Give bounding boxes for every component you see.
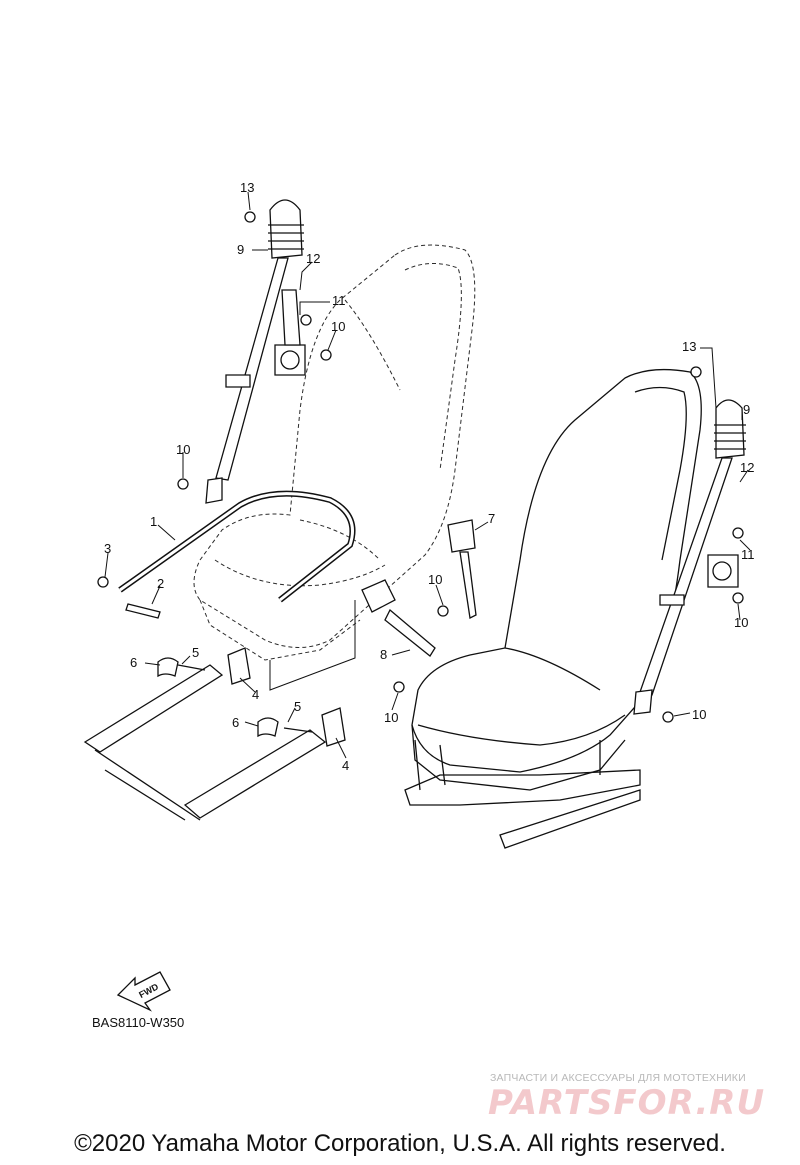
- callout-8: 8: [380, 647, 387, 662]
- buckle-parts: [361, 519, 477, 657]
- grab-bar: [118, 490, 356, 603]
- callout-11-left: 11: [332, 293, 346, 308]
- watermark-subtitle: ЗАПЧАСТИ И АКСЕССУАРЫ ДЛЯ МОТОТЕХНИКИ: [490, 1072, 746, 1084]
- callout-4-b: 4: [342, 758, 349, 773]
- callout-10-e: 10: [734, 615, 748, 630]
- callout-numbers: 13 9 12 11 10 10 1 3 2 5 6 4 5 6 4 7 10 …: [104, 180, 755, 773]
- callout-13-right: 13: [682, 339, 696, 354]
- callout-9-right: 9: [743, 402, 750, 417]
- callout-3: 3: [104, 541, 111, 556]
- diagram-code: BAS8110-W350: [92, 1015, 185, 1030]
- callout-1: 1: [150, 514, 157, 529]
- fwd-arrow-icon: FWD: [116, 971, 171, 1012]
- leader-lines: [104, 191, 751, 759]
- callout-11-right: 11: [741, 547, 755, 562]
- callout-5-b: 5: [294, 699, 301, 714]
- callout-10-d: 10: [384, 710, 398, 725]
- watermark-logo: PARTSFOR.RU: [488, 1083, 766, 1123]
- left-seatbelt: [205, 199, 306, 504]
- callout-12-left: 12: [306, 251, 320, 266]
- right-seatbelt: [633, 399, 746, 715]
- callout-10-a: 10: [331, 319, 345, 334]
- callout-12-right: 12: [740, 460, 754, 475]
- callout-10-b: 10: [176, 442, 190, 457]
- callout-9-left: 9: [237, 242, 244, 257]
- lower-frame: [83, 647, 346, 821]
- callout-2: 2: [157, 576, 164, 591]
- callout-10-f: 10: [692, 707, 706, 722]
- left-seat-outline: [193, 244, 476, 661]
- callout-5-a: 5: [192, 645, 199, 660]
- right-seat-outline: [404, 368, 702, 849]
- callout-7: 7: [488, 511, 495, 526]
- bolts: [97, 211, 744, 723]
- copyright-notice: ©2020 Yamaha Motor Corporation, U.S.A. A…: [74, 1130, 726, 1157]
- callout-10-c: 10: [428, 572, 442, 587]
- callout-6-a: 6: [130, 655, 137, 670]
- callout-13-left: 13: [240, 180, 254, 195]
- callout-4-a: 4: [252, 687, 259, 702]
- callout-6-b: 6: [232, 715, 239, 730]
